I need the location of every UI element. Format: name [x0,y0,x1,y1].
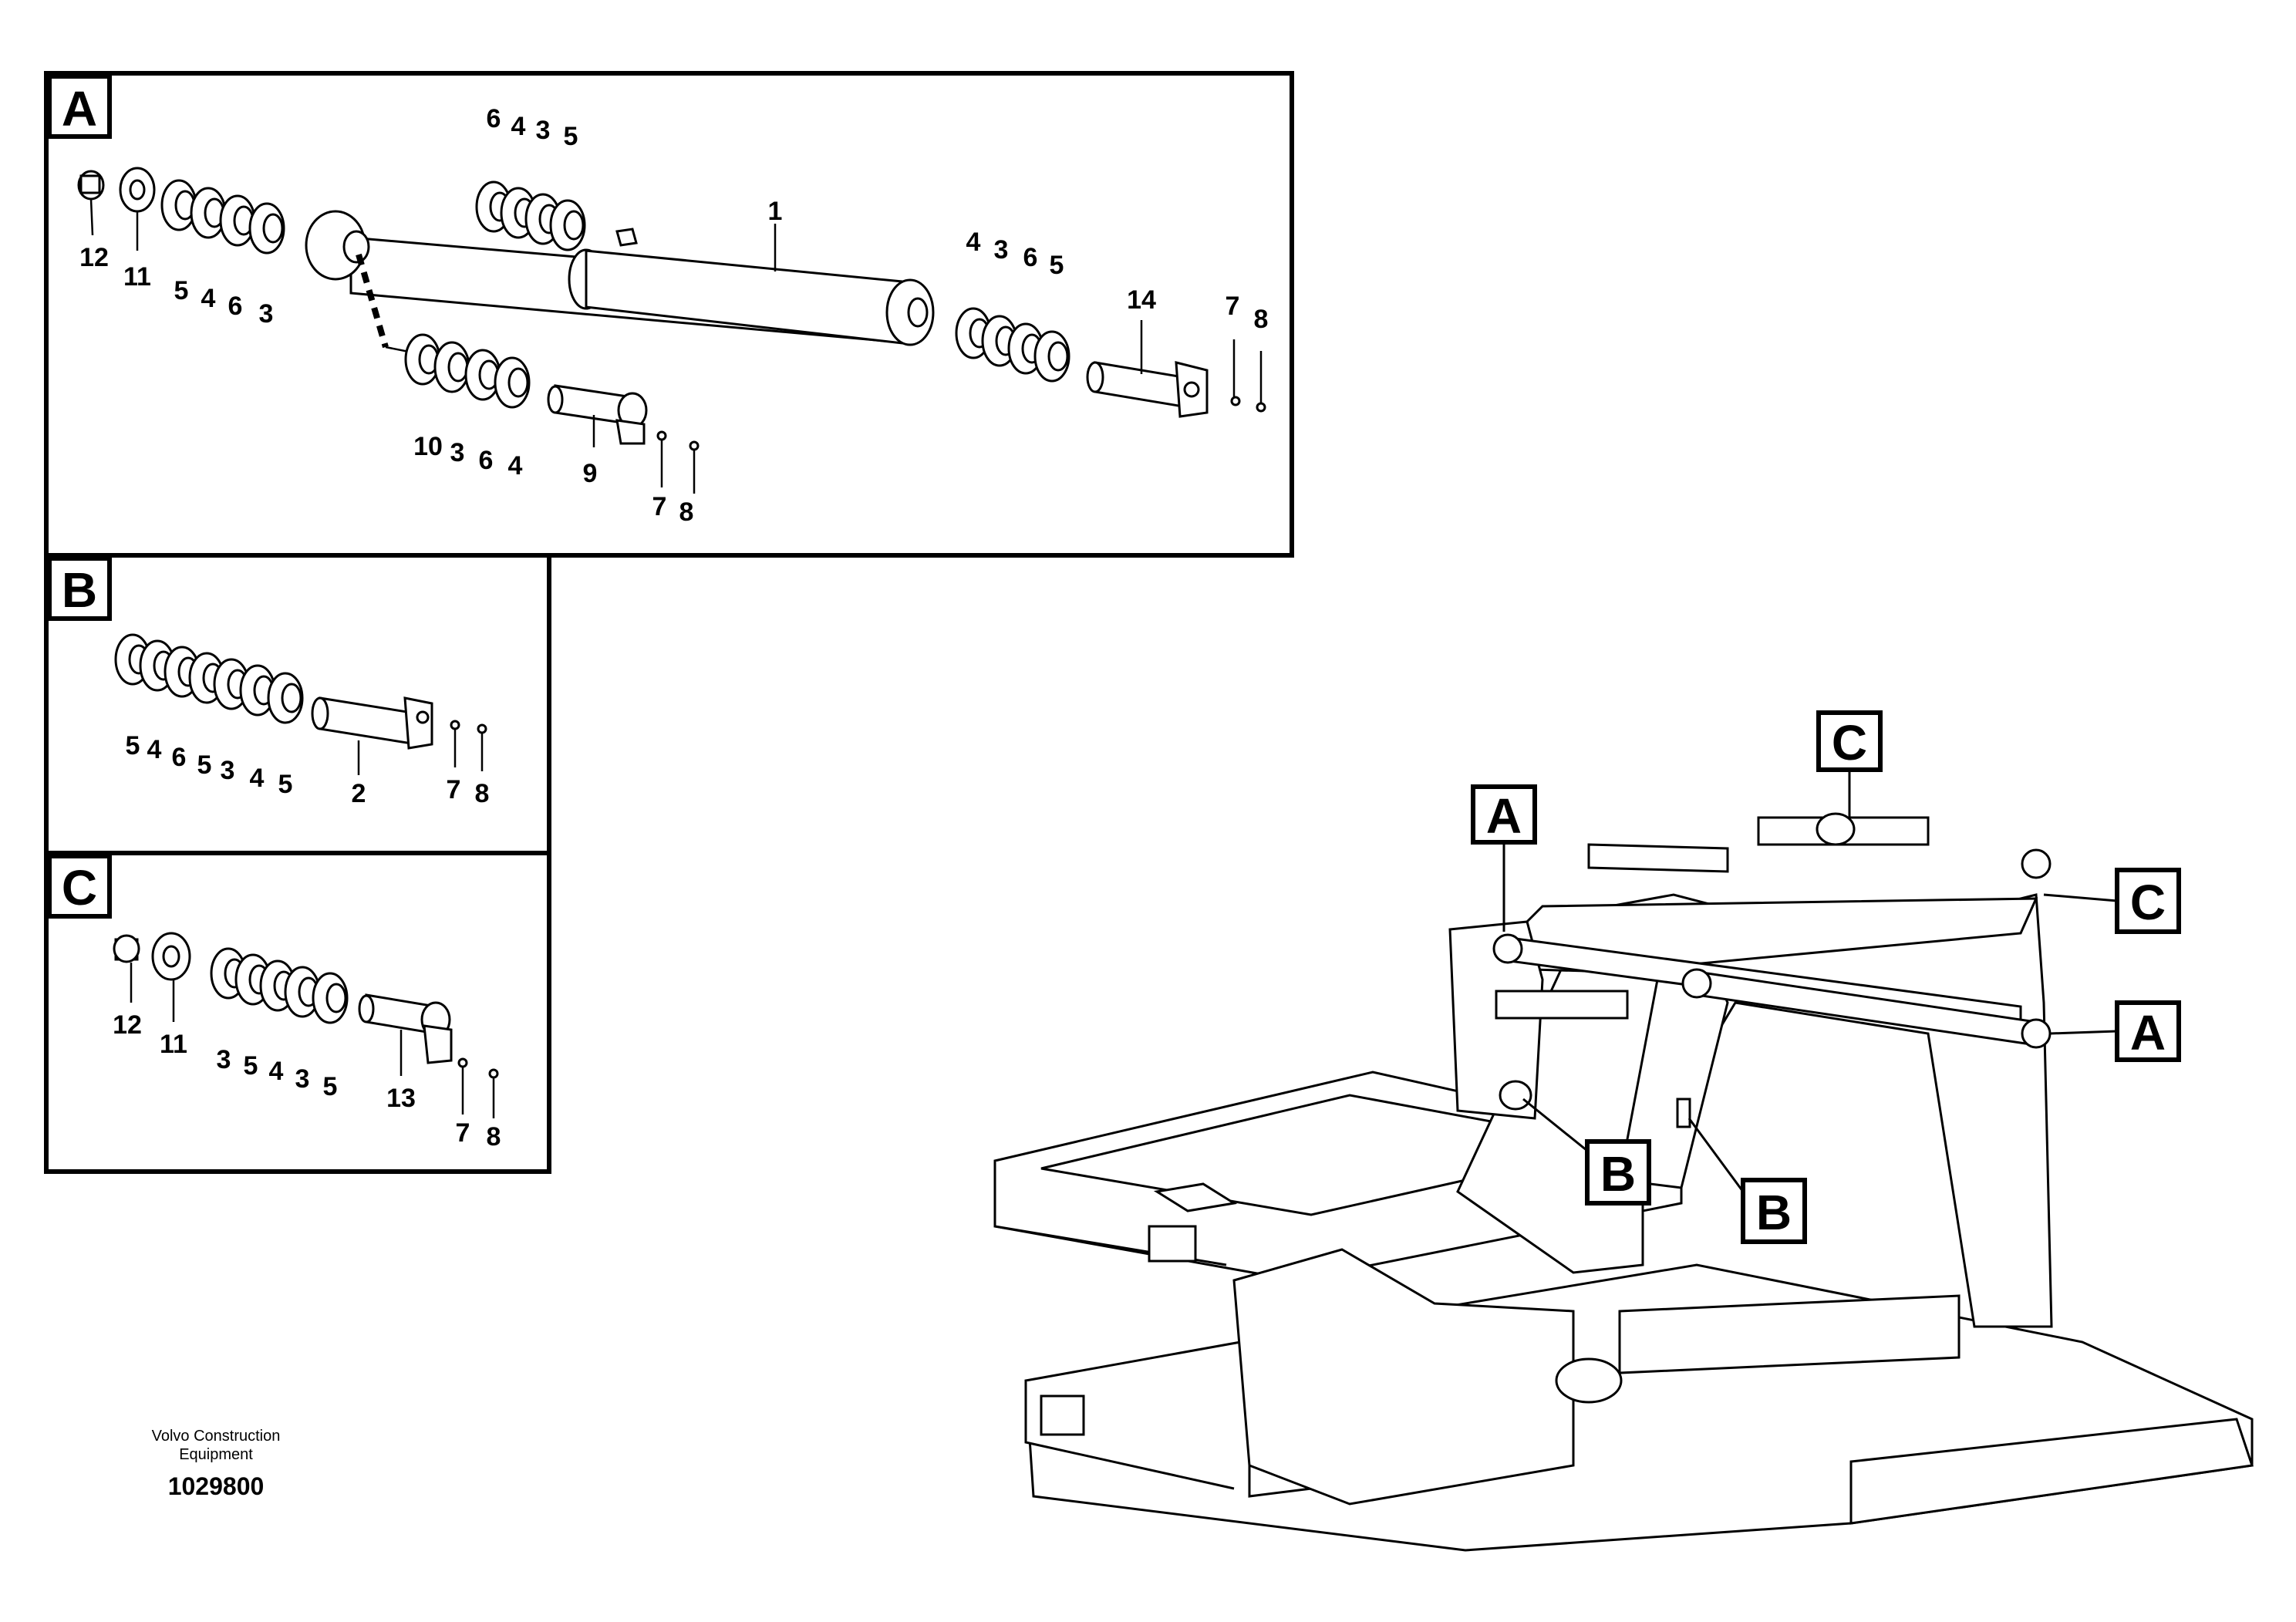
callout-number: 1 [768,197,783,226]
panel-a-leaders [89,198,1263,494]
machine-frame-illustration [993,812,2254,1552]
panel-b-tag [47,556,112,621]
callout-number: 10 [413,432,443,461]
panel-b-letter: B [62,562,97,618]
panel-c-letter: C [62,860,97,916]
callout-number: 5 [244,1051,258,1081]
callout-number: 3 [221,756,235,785]
parts-c [113,932,499,1079]
callout-letter: B [1600,1146,1636,1202]
callout-number: 8 [475,779,490,808]
callout-number: 7 [456,1118,470,1148]
callout-number: 5 [323,1072,338,1101]
drawing-number: 1029800 [168,1472,265,1500]
callout-number: 4 [269,1057,284,1086]
panel-a: A [44,71,1294,558]
washer-stack-bottom [404,333,531,409]
callout-box-b-right [1741,1178,1807,1244]
callout-number: 12 [113,1010,142,1040]
panel-c-leaders [130,963,495,1118]
callout-number: 5 [1050,251,1064,280]
callout-box-a-right [2115,1000,2181,1062]
callout-number: 13 [386,1084,416,1113]
callout-number: 4 [201,284,216,313]
callout-letter: A [2130,1005,2166,1061]
callout-number: 7 [1226,292,1240,321]
panel-a-letter: A [62,81,97,137]
callout-number: 11 [123,262,151,292]
callout-letter: C [2130,875,2166,930]
callout-box-a-top [1471,784,1537,845]
callout-number: 3 [259,299,274,329]
callout-number: 4 [250,764,265,793]
callout-number: 5 [174,276,189,305]
callout-number: 12 [79,243,109,272]
panel-c-tag [47,854,112,919]
callout-number: 7 [652,492,667,521]
callout-number: 5 [564,122,578,151]
callout-number: 7 [447,775,461,804]
callout-number: 8 [487,1122,501,1152]
callout-number: 5 [278,770,293,799]
panel-c-frame [44,851,551,1174]
panel-c: C 12 11 3 5 4 3 5 [44,851,551,1174]
company-name-line1: Volvo Construction [152,1428,281,1445]
panel-b: B 5 4 6 5 3 4 5 2 7 [44,553,551,855]
washer-stack-left [77,167,285,255]
pin-part-2 [311,696,487,750]
callout-number: 5 [197,750,212,780]
callout-number: 5 [126,731,140,760]
washer-stack-right [955,307,1070,383]
callout-number: 6 [172,743,187,772]
panel-a-tag [47,74,112,139]
callout-number: 3 [295,1064,310,1094]
callout-number: 8 [679,497,694,527]
callout-number: 4 [147,735,162,764]
callout-number: 6 [1023,243,1038,272]
callout-number: 4 [508,451,523,481]
panel-a-frame [44,71,1294,558]
callout-number: 3 [536,116,551,145]
callout-box-c-top [1816,710,1883,772]
company-name-line2: Equipment [179,1446,253,1463]
callout-number: 4 [511,112,526,141]
callout-letter: A [1486,788,1522,844]
washer-stack-b [114,633,304,724]
callout-number: 6 [228,292,243,321]
callout-box-b-left [1585,1139,1651,1206]
pin-part-9 [547,384,700,451]
cylinder-part [305,210,935,355]
callout-number: 14 [1127,285,1156,315]
callout-number: 3 [450,438,465,467]
footer: Volvo Construction Equipment 1029800 [152,1428,281,1500]
callout-number: 3 [217,1045,231,1074]
overview-callouts: A C C A B B [1471,710,2181,1244]
callout-number: 2 [352,779,366,808]
panel-b-leaders [357,729,484,775]
callout-number: 3 [994,235,1009,265]
callout-number: 9 [583,459,598,488]
callout-letter: C [1832,715,1867,771]
callout-box-c-right [2115,868,2181,934]
callout-number: 11 [160,1030,187,1059]
callout-number: 4 [966,228,981,257]
callout-number: 6 [479,446,494,475]
callout-letter: B [1756,1185,1792,1240]
callout-number: 8 [1254,305,1269,334]
callout-number: 6 [487,104,501,133]
washer-stack-top [475,180,586,251]
pin-part-14 [1086,361,1266,418]
